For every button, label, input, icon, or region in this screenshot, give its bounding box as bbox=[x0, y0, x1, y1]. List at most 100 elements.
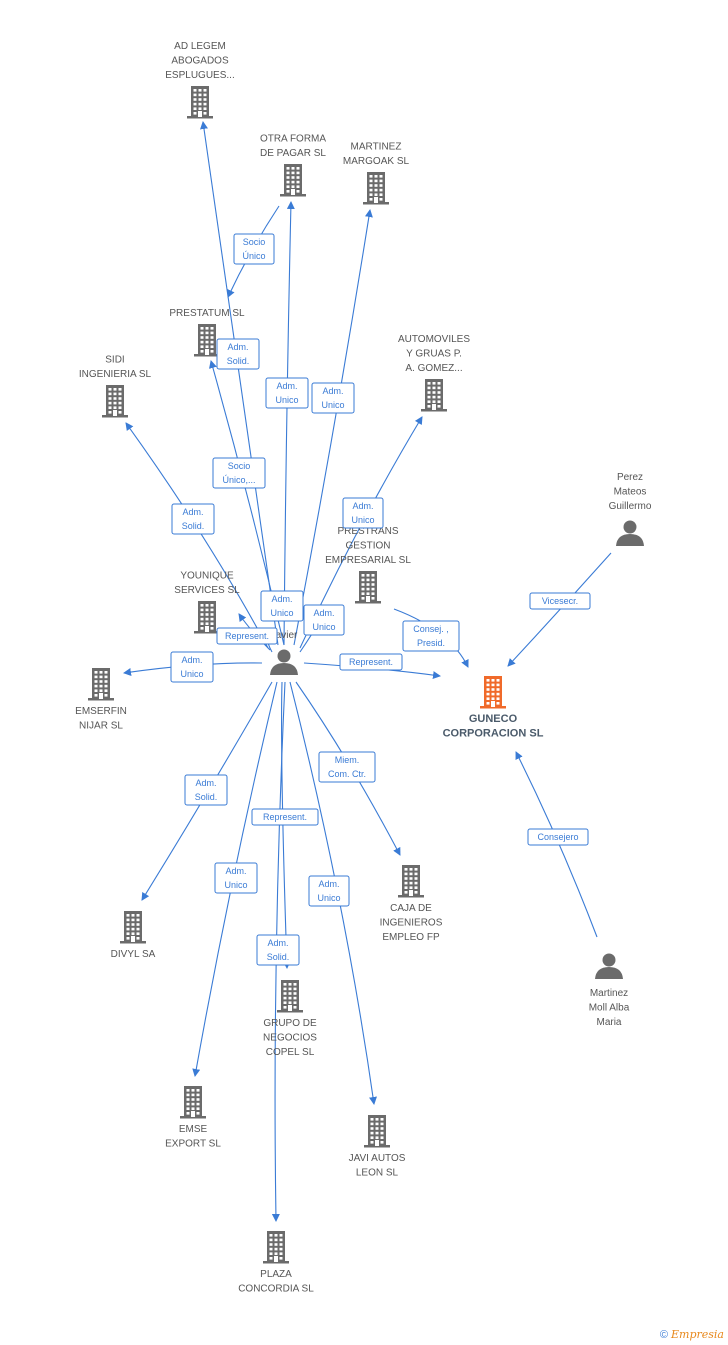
edge-label-e12[interactable]: Represent. bbox=[339, 653, 403, 671]
node-prestatum[interactable]: PRESTATUM SL bbox=[169, 308, 245, 357]
edge-label-text: Represent. bbox=[263, 812, 307, 822]
node-label: EMSERFIN bbox=[75, 706, 127, 717]
edge-label-text: Consej. , bbox=[413, 624, 449, 634]
edge-label-text: Único bbox=[242, 251, 265, 261]
node-label: NEGOCIOS bbox=[263, 1033, 317, 1044]
edge-label-text: Adm. bbox=[267, 938, 288, 948]
edge-label-text: Unico bbox=[270, 608, 293, 618]
node-sidi[interactable]: SIDI INGENIERIA SL bbox=[79, 355, 152, 418]
node-label: Y GRUAS P. bbox=[406, 349, 462, 360]
edge-label-box bbox=[256, 934, 300, 966]
edge-label-e3[interactable]: Adm.Unico bbox=[265, 377, 309, 409]
building-icon bbox=[280, 164, 306, 197]
building-icon bbox=[421, 379, 447, 412]
edge-label-box bbox=[318, 751, 376, 783]
footer-credit: © Empresia bbox=[660, 1328, 724, 1341]
edge-label-e13[interactable]: Consej. , Presid. bbox=[402, 620, 460, 652]
edge-label-e16[interactable]: Consejero bbox=[527, 828, 589, 846]
node-label: YOUNIQUE bbox=[180, 571, 234, 582]
edge-label-e18[interactable]: Represent. bbox=[251, 808, 319, 826]
edge-label-e15[interactable]: Miem.Com. Ctr. bbox=[318, 751, 376, 783]
edge-label-box bbox=[311, 382, 355, 414]
building-icon bbox=[194, 324, 220, 357]
edge-label-text: Unico bbox=[275, 395, 298, 405]
edge-label-e19[interactable]: Adm.Unico bbox=[214, 862, 258, 894]
edge-label-text: Unico bbox=[317, 893, 340, 903]
edge-label-box bbox=[308, 875, 350, 907]
building-icon bbox=[120, 911, 146, 944]
edge-label-e20[interactable]: Adm. Unico bbox=[308, 875, 350, 907]
copyright-symbol: © bbox=[659, 1329, 668, 1341]
building-icon bbox=[355, 571, 381, 604]
building-icon bbox=[363, 172, 389, 205]
edge-label-e17[interactable]: Adm. Solid. bbox=[184, 774, 228, 806]
edge-label-e7[interactable]: Adm. Unico bbox=[342, 497, 384, 529]
edge-label-text: Com. Ctr. bbox=[328, 769, 366, 779]
node-divyl[interactable]: DIVYL SA bbox=[111, 911, 156, 960]
edge-label-text: Adm. bbox=[322, 386, 343, 396]
edge-label-text: Adm. bbox=[318, 879, 339, 889]
edge-label-text: Adm. bbox=[352, 501, 373, 511]
node-label: SIDI bbox=[105, 355, 124, 366]
node-javier[interactable]: Javier bbox=[270, 630, 298, 675]
node-label: Moll Alba bbox=[589, 1003, 630, 1014]
person-icon bbox=[270, 649, 298, 675]
edge-label-e6[interactable]: Adm.Solid. bbox=[171, 503, 215, 535]
edge-label-e14[interactable]: Vicesecr. bbox=[529, 592, 591, 610]
node-label: INGENIERIA SL bbox=[79, 369, 152, 380]
brand-logo[interactable]: Empresia bbox=[671, 1328, 724, 1341]
edge-label-text: Consejero bbox=[537, 832, 578, 842]
edge-label-text: Adm. bbox=[181, 655, 202, 665]
edge-label-box bbox=[339, 653, 403, 671]
edge-label-text: Adm. bbox=[313, 608, 334, 618]
node-emserfin[interactable]: EMSERFIN NIJAR SL bbox=[75, 668, 127, 732]
node-label: NIJAR SL bbox=[79, 721, 123, 732]
node-label: ESPLUGUES... bbox=[165, 70, 234, 81]
building-icon bbox=[180, 1086, 206, 1119]
edge-line-e14 bbox=[507, 552, 612, 667]
edge-label-text: Adm. bbox=[182, 507, 203, 517]
node-younique[interactable]: YOUNIQUE SERVICES SL bbox=[174, 571, 240, 634]
node-label: Javier bbox=[271, 630, 298, 641]
node-adlegem[interactable]: AD LEGEMABOGADOSESPLUGUES... bbox=[165, 41, 235, 119]
edge-label-text: Solid. bbox=[195, 792, 218, 802]
edge-label-box bbox=[342, 497, 384, 529]
edge-label-e11[interactable]: Adm. Unico bbox=[170, 651, 214, 683]
edge-label-text: Represent. bbox=[349, 657, 393, 667]
node-label: SERVICES SL bbox=[174, 585, 240, 596]
building-icon bbox=[187, 86, 213, 119]
edge-label-text: Socio bbox=[243, 237, 266, 247]
edge-label-e8[interactable]: Adm.Unico bbox=[260, 590, 304, 622]
edge-label-e4[interactable]: Adm.Unico bbox=[311, 382, 355, 414]
edge-label-box bbox=[251, 808, 319, 826]
edge-label-e21[interactable]: Adm.Solid. bbox=[256, 934, 300, 966]
edge-label-text: Presid. bbox=[417, 638, 445, 648]
edge-label-e2[interactable]: Adm.Solid. bbox=[216, 338, 260, 370]
edge-label-e9[interactable]: Adm.Unico bbox=[303, 604, 345, 636]
edge-label-text: Unico bbox=[351, 515, 374, 525]
node-label: Mateos bbox=[614, 487, 647, 498]
node-label: MARTINEZ bbox=[351, 142, 402, 153]
building-icon bbox=[88, 668, 114, 701]
edge-line-e3 bbox=[283, 201, 295, 646]
edge-label-text: Adm. bbox=[195, 778, 216, 788]
edge-label-text: Unico bbox=[180, 669, 203, 679]
edge-label-e10[interactable]: Represent. bbox=[216, 627, 278, 645]
edge-label-box bbox=[212, 457, 266, 489]
node-label: PRESTRANS bbox=[337, 526, 398, 537]
edge-label-text: Único,... bbox=[222, 475, 255, 485]
edge-label-e5[interactable]: SocioÚnico,... bbox=[212, 457, 266, 489]
